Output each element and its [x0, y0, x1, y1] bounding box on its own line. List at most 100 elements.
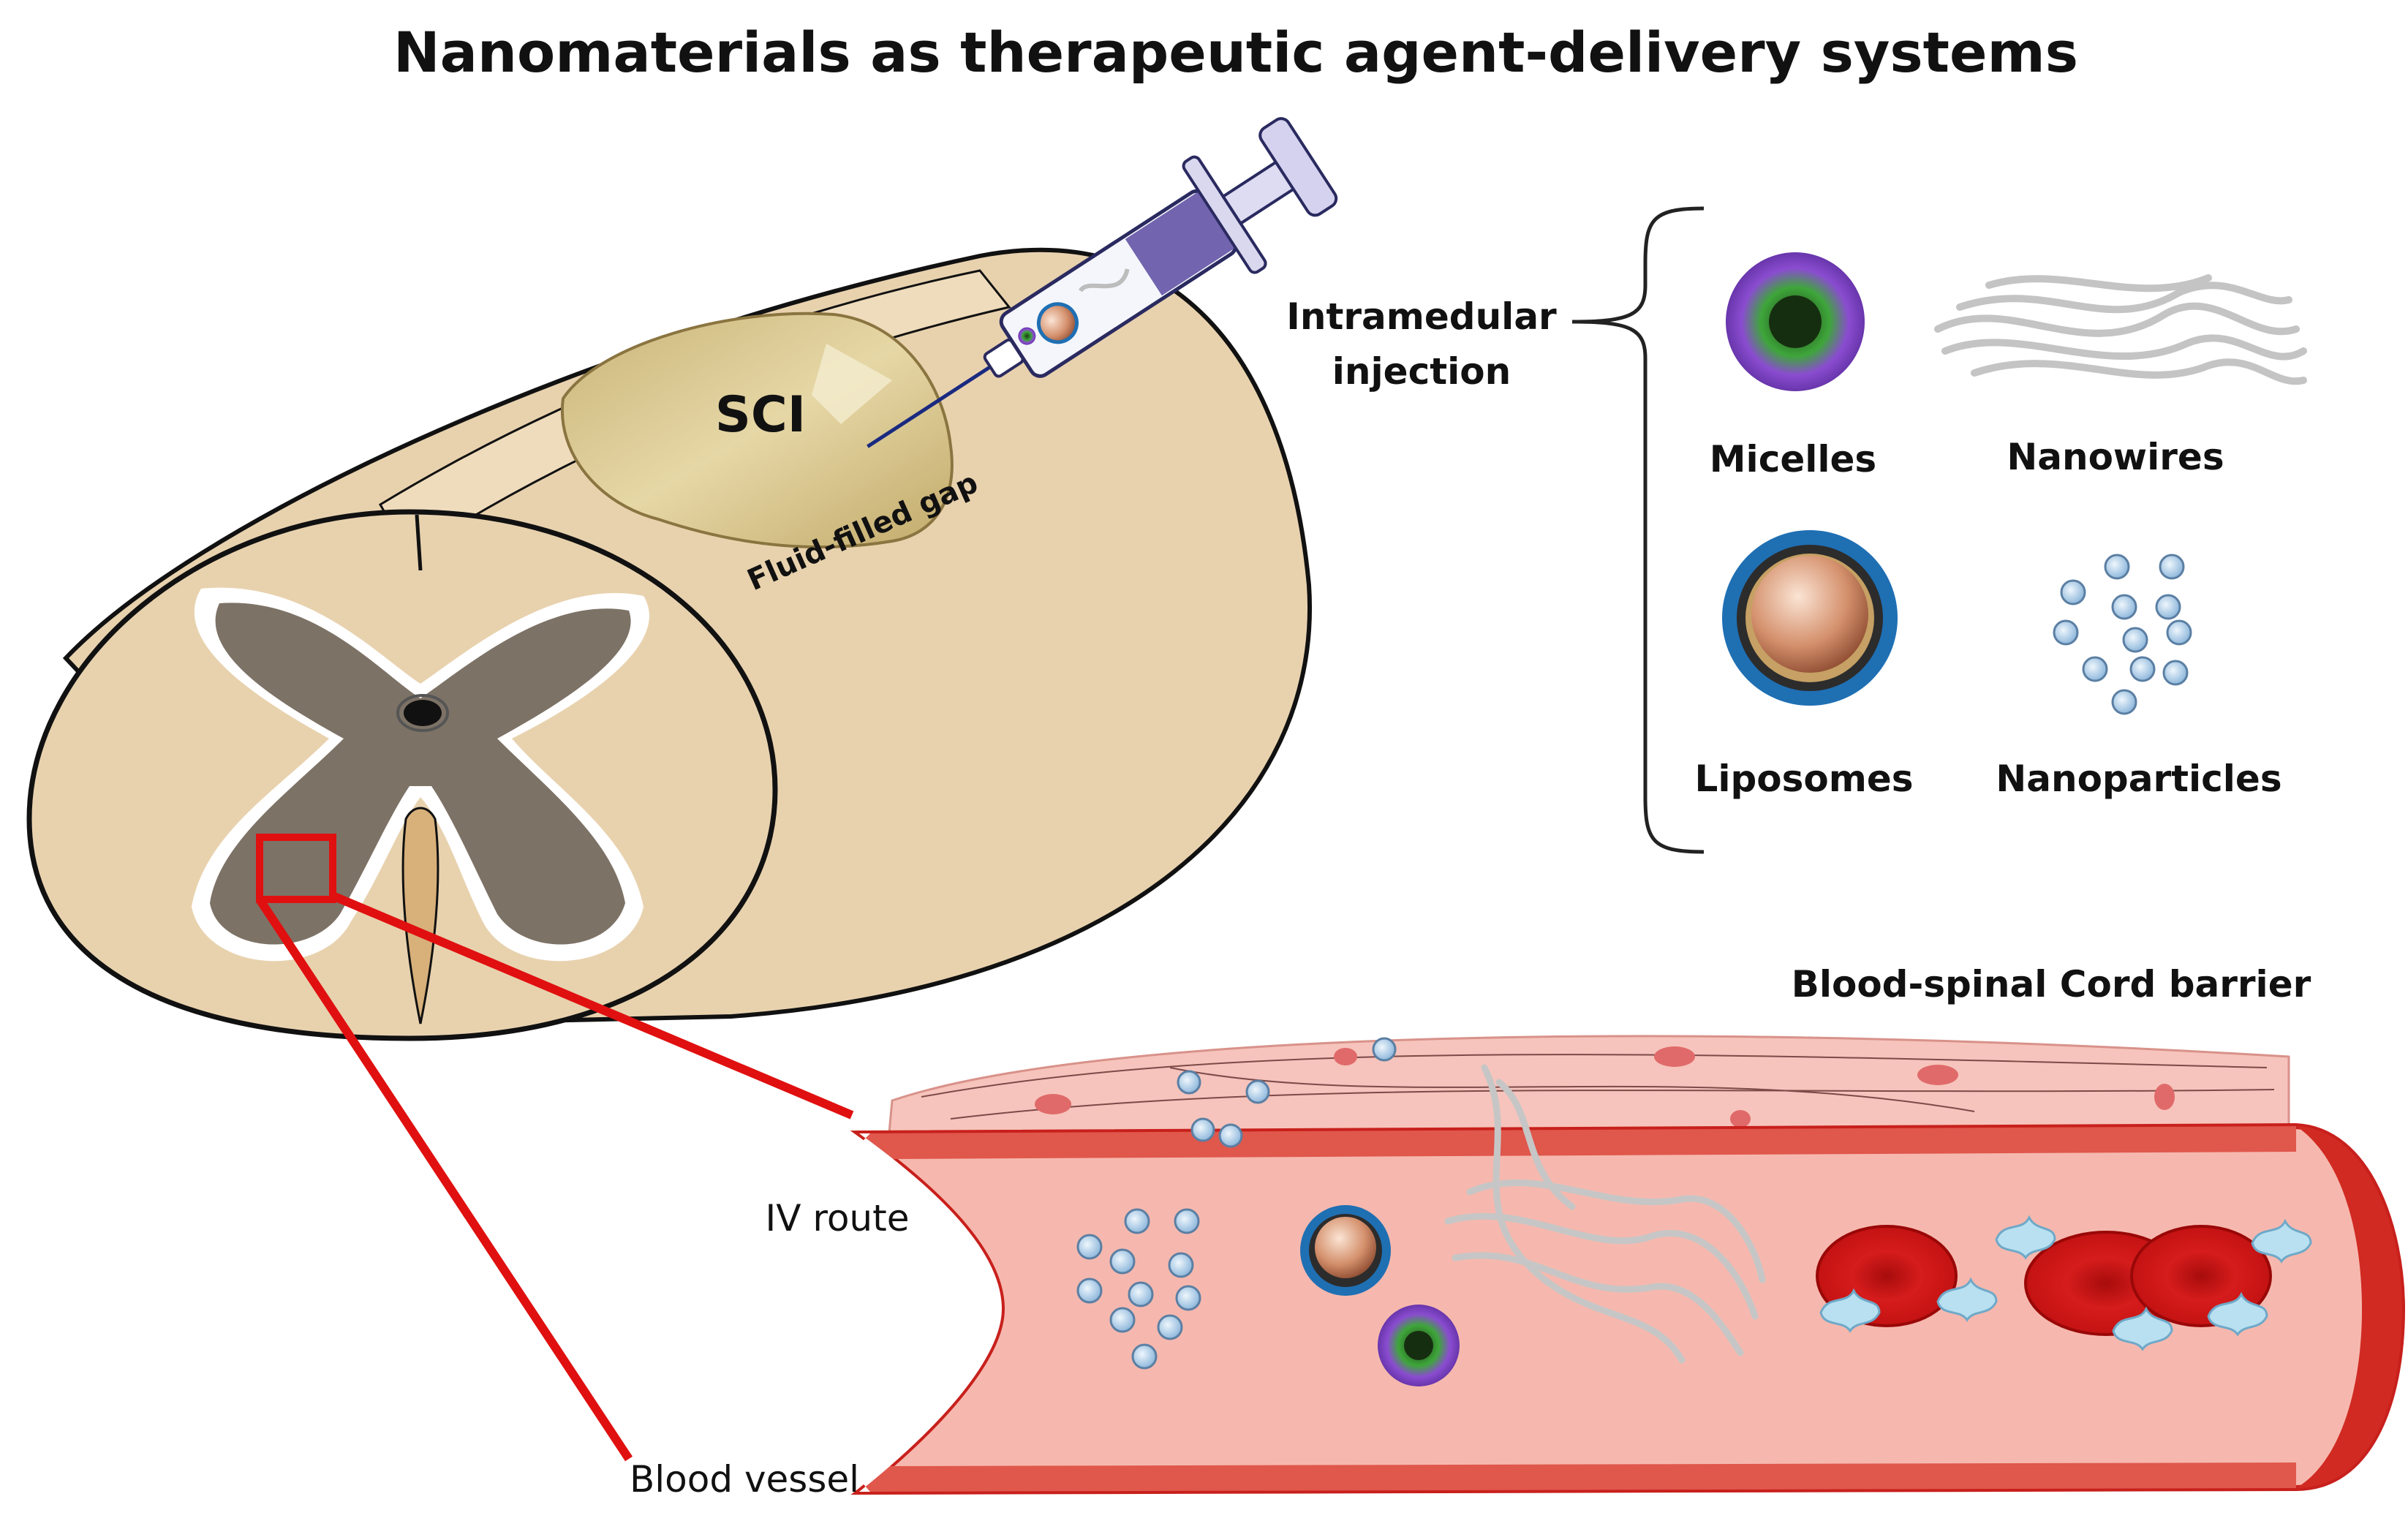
tissue-cell-nucleus [2154, 1084, 2175, 1110]
endothelial-layer [887, 1035, 2290, 1142]
callout-line-top [331, 891, 854, 1120]
central-canal [404, 700, 442, 726]
barrier-label: Blood-spinal Cord barrier [1792, 963, 2311, 1005]
tissue-fiber [950, 1089, 2275, 1120]
nanoparticle [1190, 1117, 1215, 1142]
nanowires-label: Nanowires [2007, 436, 2224, 478]
nanowire-strand [1985, 274, 2212, 292]
nanoparticle [1175, 1285, 1201, 1311]
nanoparticle [1174, 1208, 1200, 1234]
zoom-callout [255, 834, 854, 1462]
nanoparticle [2166, 619, 2192, 646]
nanoparticle [2053, 619, 2079, 646]
platelet [2251, 1218, 2312, 1264]
lumen-nanoparticles [1076, 1208, 1201, 1370]
nanoparticle [1109, 1248, 1136, 1275]
nanoparticles-icon [2053, 554, 2192, 715]
platelet [1819, 1288, 1881, 1333]
category-brace [1571, 206, 1705, 854]
tissue-cell-nucleus [1334, 1048, 1357, 1065]
injection-label-line2: injection [1332, 350, 1511, 393]
tissue-cell-nucleus [1654, 1046, 1695, 1067]
syringe-liposome [1036, 302, 1079, 344]
page-title: Nanomaterials as therapeutic agent-deliv… [393, 20, 2078, 85]
nanowire-strand [1971, 358, 2307, 385]
platelet-icon [1819, 1215, 2312, 1351]
nanoparticle [1218, 1123, 1243, 1148]
nanoparticle [1124, 1208, 1150, 1234]
tissue-fiber [921, 1054, 2268, 1098]
tissue-fiber [1169, 1067, 1975, 1112]
injection-label-line1: Intramedular [1286, 295, 1557, 338]
central-canal-ring [396, 694, 449, 732]
callout-line-bottom [255, 897, 633, 1462]
tissue-cell-nucleus [1035, 1094, 1071, 1114]
nanoparticle [1128, 1281, 1154, 1307]
nanowire-strand [1941, 334, 2307, 361]
nanoparticle [2111, 689, 2137, 715]
zoom-region-box [256, 834, 336, 903]
vessel-wall-top [859, 1126, 2296, 1159]
liposome-core [1751, 556, 1868, 673]
vessel-wall-bottom [859, 1462, 2296, 1492]
nanoparticle [2159, 554, 2185, 580]
nanoparticle [2104, 554, 2130, 580]
syringe-nanowire [1078, 268, 1130, 292]
barrier-nanoparticles [1177, 1037, 1397, 1148]
nanoparticle [2122, 627, 2148, 653]
nanoparticle [1131, 1343, 1158, 1370]
nanowire-icon [1444, 1064, 1766, 1364]
iv-route-label: IV route [766, 1197, 910, 1239]
nanoparticle [1177, 1070, 1201, 1095]
nanoparticle [1157, 1314, 1183, 1340]
nanoparticle [1076, 1234, 1103, 1260]
platelet [1995, 1215, 2056, 1260]
liposomes-label: Liposomes [1694, 758, 1913, 800]
nanoparticle [1076, 1277, 1103, 1304]
blood-vessel [775, 1122, 2406, 1495]
nanoparticles-label: Nanoparticles [1996, 758, 2281, 800]
nanowire-icon [1934, 274, 2307, 385]
nanoparticle [2162, 660, 2189, 686]
liposome-core [1315, 1217, 1376, 1278]
syringe-plunger-fill [1125, 191, 1236, 296]
nanoparticle [2060, 579, 2086, 605]
tissue-cell-nucleus [1730, 1110, 1751, 1128]
sci-label: SCI [715, 386, 806, 444]
syringe-icon [867, 117, 1338, 448]
platelet [1936, 1277, 1998, 1322]
nanoparticle [2111, 594, 2137, 620]
posterior-fissure [415, 514, 423, 571]
anterior-fissure [401, 807, 439, 1024]
nanoparticle [1109, 1307, 1136, 1333]
platelet [2112, 1306, 2173, 1351]
micelles-label: Micelles [1710, 438, 1876, 480]
nanowire-strand [1956, 282, 2292, 314]
micelle-icon [1726, 252, 1865, 391]
micelle-icon [1378, 1305, 1460, 1386]
liposome-icon [1300, 1205, 1391, 1296]
nanowire-strand [1934, 302, 2300, 337]
blood-vessel-label: Blood vessel [630, 1458, 859, 1501]
liposome-icon [1722, 530, 1898, 706]
nanowire-strand [1466, 1179, 1766, 1283]
spinal-cord [26, 247, 1313, 1041]
syringe-micelle [1018, 327, 1036, 345]
nanoparticle [2082, 656, 2108, 682]
tissue-cell-nucleus [1917, 1065, 1958, 1085]
nanowire-strand [1495, 1079, 1576, 1210]
syringe-needle [867, 365, 992, 448]
nanoparticle [2129, 656, 2156, 682]
nanoparticle [1168, 1252, 1194, 1278]
nanowire-strand [1444, 1212, 1759, 1320]
platelet [2207, 1291, 2268, 1337]
nanoparticle [2155, 594, 2181, 620]
nanoparticle [1245, 1079, 1270, 1104]
vessel-end-rim [2296, 1126, 2402, 1488]
nanoparticle [1372, 1037, 1397, 1062]
vessel-open-end [775, 1133, 1002, 1492]
micelle-core [1404, 1331, 1433, 1360]
gray-matter [210, 603, 631, 945]
lesion-facet [812, 344, 892, 424]
